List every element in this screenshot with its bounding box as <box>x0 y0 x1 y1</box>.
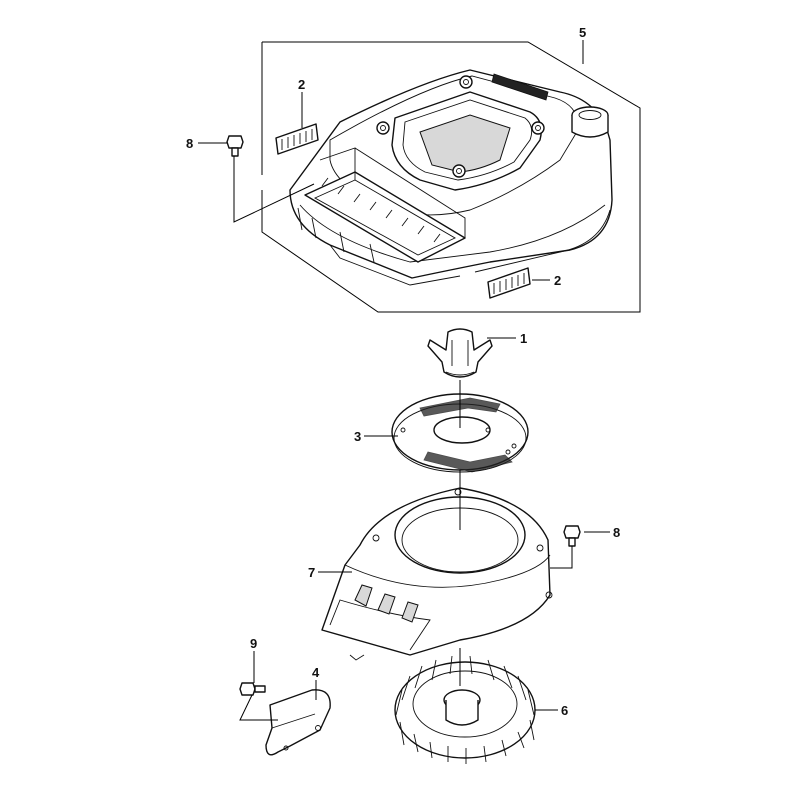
callout-2-upper: 2 <box>298 77 305 92</box>
callout-8-right: 8 <box>613 525 620 540</box>
callout-2-lower: 2 <box>554 273 561 288</box>
bolt-8-upper <box>226 135 244 157</box>
screen-grid-3 <box>391 393 529 473</box>
fan-shroud-7 <box>321 487 553 661</box>
bolt-8-right <box>563 525 581 547</box>
bracket-4 <box>265 689 331 756</box>
callout-6: 6 <box>561 703 568 718</box>
callout-8-upper: 8 <box>186 136 193 151</box>
callout-3: 3 <box>354 429 361 444</box>
seal-2-lower <box>487 267 531 299</box>
seal-2-upper <box>275 123 319 155</box>
bolt-9 <box>239 682 266 696</box>
leader-lines <box>198 40 610 721</box>
callout-9: 9 <box>250 636 257 651</box>
callout-5: 5 <box>579 25 586 40</box>
assembly-frame-5 <box>261 41 641 313</box>
flywheel-fan-6 <box>394 655 536 764</box>
callout-4: 4 <box>312 665 320 680</box>
callout-7: 7 <box>308 565 315 580</box>
air-cleaner-housing <box>289 69 613 286</box>
callout-1: 1 <box>520 331 527 346</box>
holder-clip-1 <box>427 328 493 378</box>
